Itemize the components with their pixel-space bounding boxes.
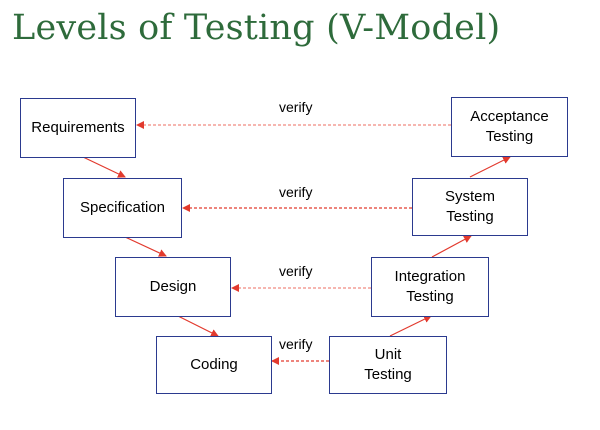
flow-arrow-integration-system <box>431 235 472 258</box>
box-unit-testing: Unit Testing <box>329 336 447 394</box>
verify-label-2: verify <box>279 184 313 200</box>
verify-label-4: verify <box>279 336 313 352</box>
flow-arrow-unit-integration <box>389 315 432 337</box>
flow-arrow-specification-design <box>122 235 167 257</box>
box-acceptance-testing: Acceptance Testing <box>451 97 568 157</box>
flow-arrow-design-coding <box>177 315 219 337</box>
box-integration-testing: Integration Testing <box>371 257 489 317</box>
box-coding: Coding <box>156 336 272 394</box>
verify-label-1: verify <box>279 99 313 115</box>
box-design: Design <box>115 257 231 317</box>
flow-arrow-requirements-specification <box>82 156 126 178</box>
box-system-testing: System Testing <box>412 178 528 236</box>
slide-title: Levels of Testing (V-Model) <box>12 8 501 48</box>
box-specification: Specification <box>63 178 182 238</box>
flow-arrow-system-acceptance <box>469 156 511 178</box>
box-requirements: Requirements <box>20 98 136 158</box>
verify-label-3: verify <box>279 263 313 279</box>
